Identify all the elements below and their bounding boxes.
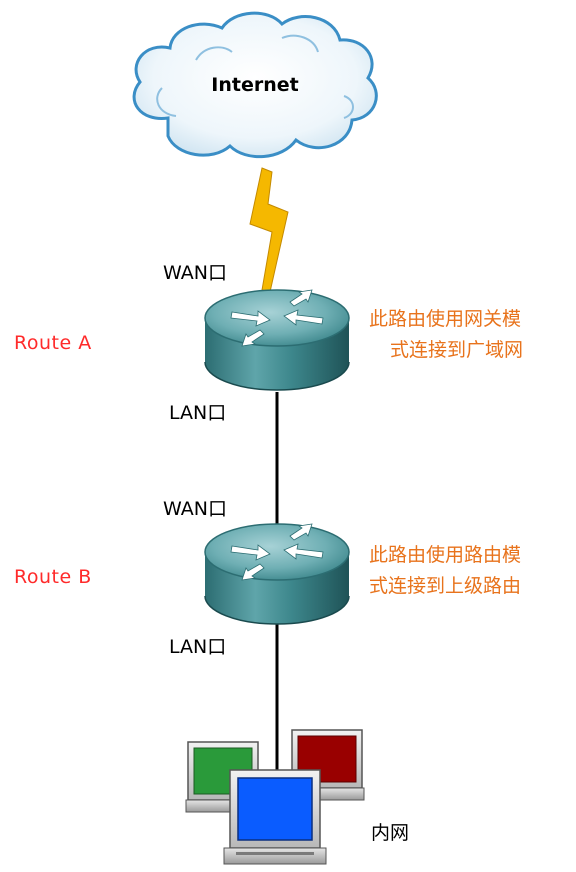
pc-blue-icon <box>223 769 327 865</box>
router-a-lan-port-label: LAN口 <box>169 402 227 424</box>
router-b-note-line2: 式连接到上级路由 <box>369 575 522 597</box>
router-b-note-line1: 此路由使用路由模 <box>369 544 522 566</box>
router-a-icon <box>204 289 350 391</box>
router-a-note: 此路由使用网关模 式连接到广域网 <box>369 304 523 366</box>
router-a-wan-port-label: WAN口 <box>163 262 227 284</box>
wan-link-lightning-icon <box>249 167 289 293</box>
router-b-icon <box>204 523 350 625</box>
lan-computers-icon <box>185 729 365 865</box>
internet-cloud-icon: Internet <box>132 11 378 159</box>
lan-label: 内网 <box>371 822 410 844</box>
router-b-wan-port-label: WAN口 <box>163 498 227 520</box>
router-a-note-line1: 此路由使用网关模 <box>369 308 522 330</box>
router-b-lan-port-label: LAN口 <box>169 636 227 658</box>
router-a-name-label: Route A <box>14 332 92 354</box>
router-a-note-line2: 式连接到广域网 <box>390 339 524 361</box>
router-b-note: 此路由使用路由模 式连接到上级路由 <box>369 540 521 602</box>
internet-label: Internet <box>211 74 298 96</box>
router-b-name-label: Route B <box>14 566 92 588</box>
